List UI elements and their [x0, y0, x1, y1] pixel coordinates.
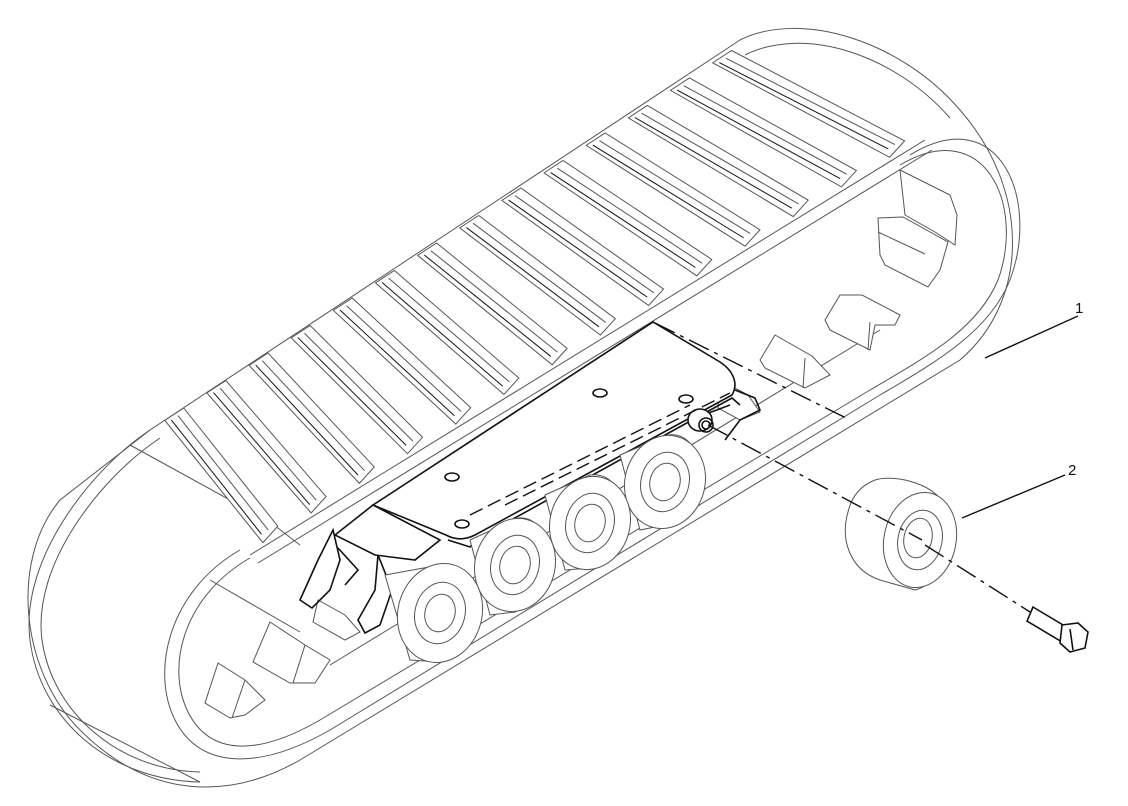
guide-lugs — [204, 169, 958, 719]
hidden-line — [469, 404, 691, 516]
track-roller-exploded — [844, 477, 958, 591]
center-line-roller — [707, 424, 923, 541]
center-line-track — [654, 322, 851, 421]
roller-installed-4 — [619, 434, 707, 531]
installed-rollers — [384, 434, 707, 664]
hidden-line — [504, 392, 731, 506]
callout-2: 2 — [1068, 462, 1077, 479]
callout-1: 1 — [1075, 300, 1084, 317]
leader-line-2 — [961, 474, 1066, 519]
center-line-bolt — [924, 544, 1031, 613]
roller-installed-2 — [469, 517, 557, 616]
roller-installed-3 — [544, 474, 632, 571]
tread-lugs — [164, 49, 906, 544]
roller-installed-1 — [384, 562, 484, 664]
leader-line-1 — [984, 315, 1079, 359]
roller-mounting-bolt — [1025, 605, 1089, 653]
